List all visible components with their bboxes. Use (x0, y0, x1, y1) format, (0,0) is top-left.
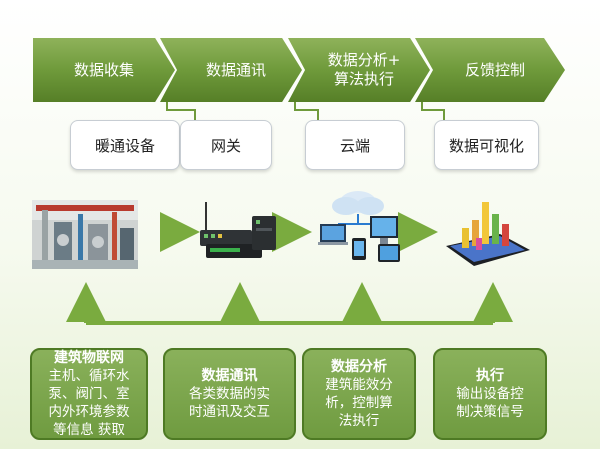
panel-title: 数据分析 (331, 359, 387, 375)
panel-body: 各类数据的实 时通讯及交互 (189, 386, 270, 420)
box-cloud: 云端 (305, 120, 405, 170)
panel-body: 建筑能效分 析，控制算 法执行 (325, 377, 393, 429)
stage-data-communication: 数据通讯 (160, 38, 302, 102)
hvac-plant-photo (32, 200, 138, 269)
panel-execution: 执行 输出设备控 制决策信号 (433, 348, 547, 440)
stage-data-analysis: 数据分析+ 算法执行 (288, 38, 430, 102)
stage-data-collection: 数据收集 (33, 38, 175, 102)
panel-title: 执行 (476, 368, 504, 384)
panel-title: 建筑物联网 (54, 350, 124, 366)
box-gateway: 网关 (180, 120, 272, 170)
gateway-device-icon (196, 198, 280, 264)
box-data-visualization: 数据可视化 (434, 120, 539, 170)
cloud-devices-icon (318, 186, 404, 266)
panel-building-iot: 建筑物联网 主机、循环水 泵、阀门、室 内外环境参数 等信息 获取 (30, 348, 148, 440)
data-visualization-tablet-icon (442, 194, 532, 270)
panel-title: 数据通讯 (201, 368, 258, 384)
box-hvac-equipment: 暖通设备 (70, 120, 180, 170)
panel-data-communication: 数据通讯 各类数据的实 时通讯及交互 (163, 348, 296, 440)
panel-body: 输出设备控 制决策信号 (456, 386, 524, 420)
panel-data-analysis: 数据分析 建筑能效分 析，控制算 法执行 (302, 348, 416, 440)
panel-body: 主机、循环水 泵、阀门、室 内外环境参数 等信息 获取 (48, 368, 130, 438)
stage-feedback-control: 反馈控制 (415, 38, 565, 102)
